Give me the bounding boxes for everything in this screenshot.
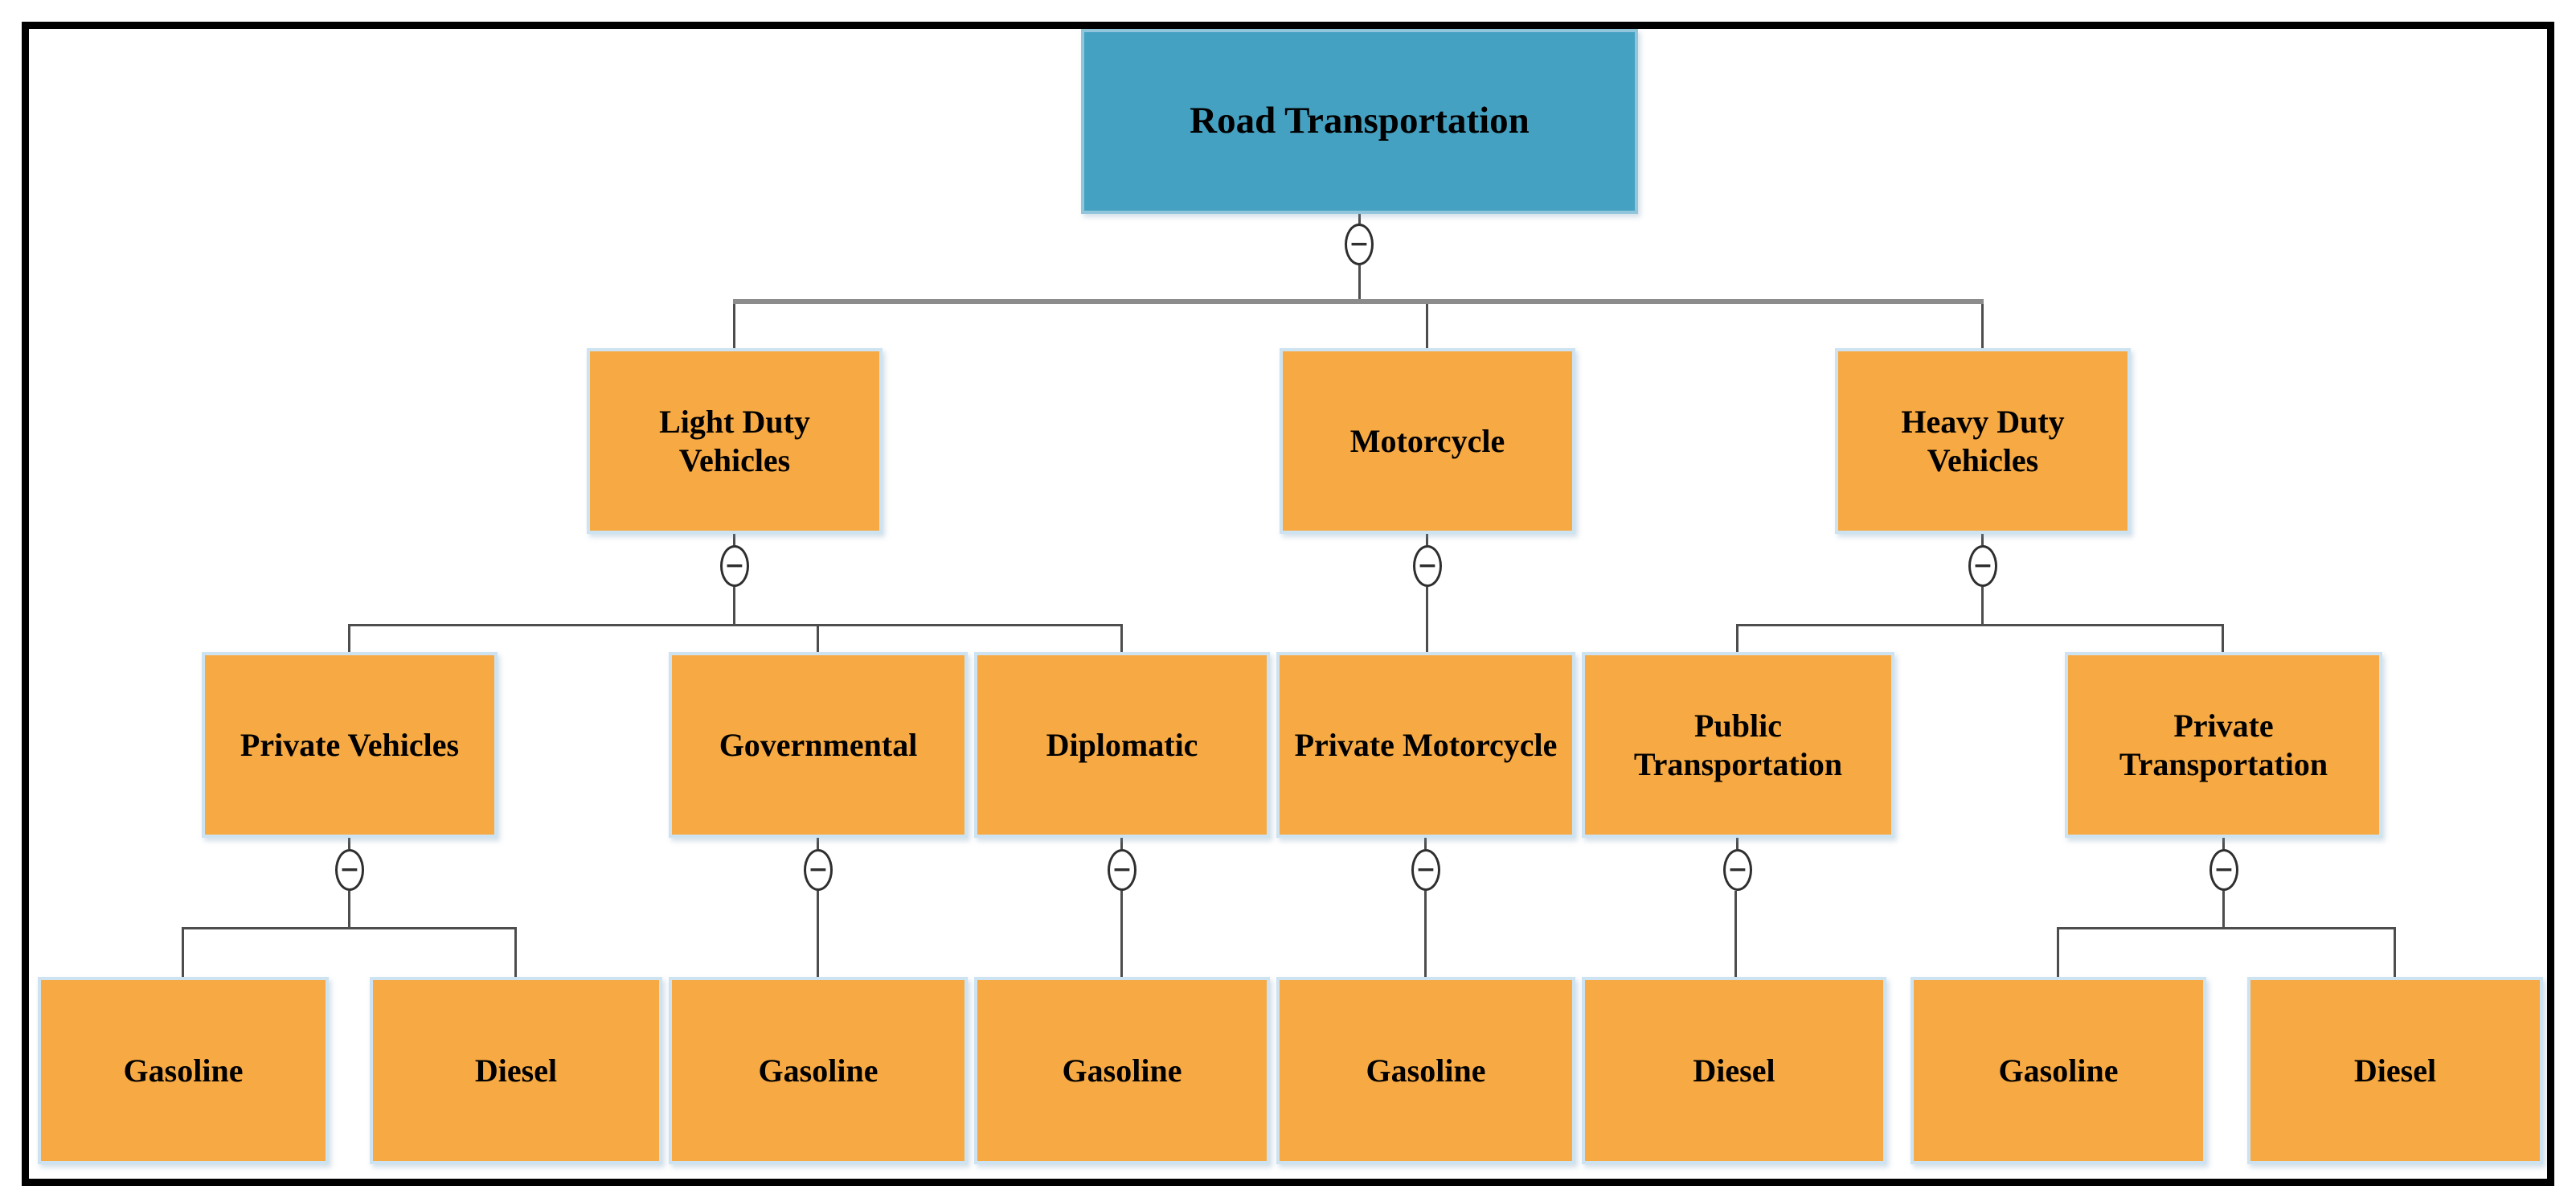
connector-line bbox=[1426, 304, 1428, 348]
connector-line bbox=[1736, 838, 1738, 849]
node-label: Gasoline bbox=[123, 1052, 244, 1089]
collapse-minus-icon[interactable]: − bbox=[1413, 545, 1442, 587]
connector-line bbox=[348, 891, 350, 929]
connector-line bbox=[1734, 891, 1737, 977]
connector-line bbox=[1358, 214, 1361, 224]
node-private-vehicles[interactable]: Private Vehicles bbox=[202, 652, 498, 838]
connector-line bbox=[348, 624, 350, 652]
connector-line bbox=[2222, 624, 2224, 652]
connector-line bbox=[2057, 927, 2059, 977]
connector-line bbox=[1426, 534, 1428, 545]
node-label: Public Transportation bbox=[1633, 708, 1843, 782]
node-diplomatic[interactable]: Diplomatic bbox=[974, 652, 1270, 838]
connector-line bbox=[2057, 927, 2395, 929]
connector-line bbox=[1981, 304, 1984, 348]
node-label: Gasoline bbox=[1062, 1052, 1182, 1089]
connector-line bbox=[348, 624, 1122, 626]
connector-line bbox=[1424, 891, 1427, 977]
node-label: Private Transportation bbox=[2119, 708, 2328, 782]
node-label: Diplomatic bbox=[1046, 726, 1198, 763]
connector-line bbox=[1736, 624, 1738, 652]
collapse-minus-icon[interactable]: − bbox=[2209, 849, 2238, 891]
node-label: Gasoline bbox=[1366, 1052, 1486, 1089]
connector-line bbox=[1358, 265, 1361, 299]
node-label: Motorcycle bbox=[1349, 422, 1505, 459]
node-light-duty-vehicles[interactable]: Light Duty Vehicles bbox=[587, 348, 883, 534]
node-gasoline-diplomatic[interactable]: Gasoline bbox=[974, 977, 1270, 1164]
collapse-minus-icon[interactable]: − bbox=[804, 849, 833, 891]
collapse-minus-icon[interactable]: − bbox=[1108, 849, 1136, 891]
node-diesel-private-transportation[interactable]: Diesel bbox=[2247, 977, 2543, 1164]
connector-line bbox=[1736, 624, 2224, 626]
node-diesel-public-transportation[interactable]: Diesel bbox=[1582, 977, 1886, 1164]
node-gasoline-private-vehicles[interactable]: Gasoline bbox=[38, 977, 329, 1164]
node-label: Road Transportation bbox=[1190, 100, 1530, 142]
node-label: Light Duty Vehicles bbox=[659, 404, 810, 478]
connector-line bbox=[817, 838, 819, 849]
node-label: Diesel bbox=[2353, 1052, 2437, 1089]
connector-line bbox=[182, 927, 184, 977]
connector-line bbox=[514, 927, 517, 977]
node-label: Diesel bbox=[474, 1052, 558, 1089]
connector-line bbox=[733, 534, 735, 545]
connector-line bbox=[1426, 587, 1428, 652]
collapse-minus-icon[interactable]: − bbox=[1723, 849, 1752, 891]
connector-line bbox=[182, 927, 517, 929]
collapse-minus-icon[interactable]: − bbox=[1968, 545, 1997, 587]
node-label: Heavy Duty Vehicles bbox=[1901, 404, 2065, 478]
node-private-motorcycle[interactable]: Private Motorcycle bbox=[1276, 652, 1575, 838]
node-heavy-duty-vehicles[interactable]: Heavy Duty Vehicles bbox=[1835, 348, 2131, 534]
collapse-minus-icon[interactable]: − bbox=[1345, 224, 1374, 265]
connector-line bbox=[348, 838, 350, 849]
connector-line bbox=[817, 891, 819, 977]
node-gasoline-private-transportation[interactable]: Gasoline bbox=[1910, 977, 2206, 1164]
node-governmental[interactable]: Governmental bbox=[669, 652, 968, 838]
connector-line bbox=[1120, 624, 1123, 652]
collapse-minus-icon[interactable]: − bbox=[335, 849, 364, 891]
connector-line bbox=[2222, 891, 2225, 929]
node-private-transportation[interactable]: Private Transportation bbox=[2065, 652, 2382, 838]
collapse-minus-icon[interactable]: − bbox=[720, 545, 749, 587]
connector-line bbox=[733, 304, 735, 348]
connector-line bbox=[733, 299, 1984, 304]
node-gasoline-private-motorcycle[interactable]: Gasoline bbox=[1276, 977, 1575, 1164]
node-motorcycle[interactable]: Motorcycle bbox=[1280, 348, 1575, 534]
collapse-minus-icon[interactable]: − bbox=[1411, 849, 1440, 891]
node-gasoline-governmental[interactable]: Gasoline bbox=[669, 977, 968, 1164]
connector-line bbox=[1981, 587, 1984, 624]
node-diesel-private-vehicles[interactable]: Diesel bbox=[370, 977, 662, 1164]
node-label: Private Motorcycle bbox=[1294, 726, 1558, 763]
connector-line bbox=[1424, 838, 1427, 849]
connector-line bbox=[817, 624, 819, 652]
node-label: Diesel bbox=[1693, 1052, 1775, 1089]
node-label: Private Vehicles bbox=[240, 726, 460, 763]
connector-line bbox=[1120, 891, 1123, 977]
connector-line bbox=[2222, 838, 2225, 849]
node-road-transportation[interactable]: Road Transportation bbox=[1081, 29, 1638, 214]
connector-line bbox=[1981, 534, 1984, 545]
connector-line bbox=[1120, 838, 1123, 849]
node-label: Governmental bbox=[719, 726, 918, 763]
connector-line bbox=[2394, 927, 2396, 977]
connector-line bbox=[733, 587, 735, 624]
node-label: Gasoline bbox=[1998, 1052, 2119, 1089]
node-label: Gasoline bbox=[758, 1052, 878, 1089]
node-public-transportation[interactable]: Public Transportation bbox=[1582, 652, 1894, 838]
